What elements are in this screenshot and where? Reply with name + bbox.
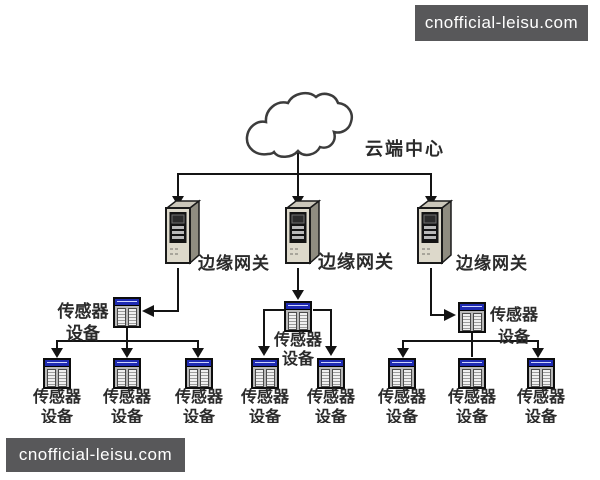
- sensor-device-label-line1: 传感器: [516, 389, 565, 406]
- edge-gateway-icon: [284, 199, 322, 265]
- device-panels: [45, 367, 69, 387]
- device-header: [460, 360, 484, 367]
- device-panels: [115, 306, 139, 326]
- sensor-device-label-line2: 设备: [110, 409, 143, 423]
- sensor-device-icon: [185, 358, 213, 389]
- sensor-device-label: 传感器 设备: [446, 388, 498, 423]
- sensor-hub-label: 传感器 设备: [487, 305, 541, 349]
- cloud-label: 云端中心: [365, 139, 445, 159]
- sensor-device-icon: [317, 358, 345, 389]
- watermark-top-right: cnofficial-leisu.com: [415, 5, 588, 41]
- device-header: [529, 360, 553, 367]
- sensor-device-icon: [388, 358, 416, 389]
- sensor-device-label-line1: 传感器: [447, 389, 496, 406]
- sensor-hub-label-line1: 传感器: [57, 302, 109, 321]
- device-header: [115, 299, 139, 306]
- device-panels: [253, 367, 277, 387]
- device-header: [390, 360, 414, 367]
- device-header: [115, 360, 139, 367]
- gateway-label: 边缘网关: [198, 254, 270, 273]
- sensor-hub-label: 传感器 设备: [56, 301, 110, 345]
- device-header: [286, 303, 310, 310]
- sensor-device-label-line1: 传感器: [102, 389, 151, 406]
- sensor-device-label: 传感器 设备: [239, 388, 291, 423]
- sensor-device-label: 传感器 设备: [31, 388, 83, 423]
- gateway-label: 边缘网关: [456, 254, 528, 273]
- sensor-device-label: 传感器 设备: [376, 388, 428, 423]
- sensor-device-label-line2: 设备: [40, 409, 73, 423]
- edge-gateway-icon: [416, 199, 454, 265]
- device-panels: [187, 367, 211, 387]
- device-header: [45, 360, 69, 367]
- sensor-device-label-line2: 设备: [524, 409, 557, 423]
- device-panels: [115, 367, 139, 387]
- device-header: [319, 360, 343, 367]
- sensor-device-label: 传感器 设备: [515, 388, 567, 423]
- sensor-device-label-line2: 设备: [455, 409, 488, 423]
- sensor-device-icon: [527, 358, 555, 389]
- edge-gateway-icon: [164, 199, 202, 265]
- sensor-device-label-line2: 设备: [182, 409, 215, 423]
- sensor-device-label-line1: 传感器: [240, 389, 289, 406]
- sensor-device-label: 传感器 设备: [173, 388, 225, 423]
- sensor-device-icon: [458, 358, 486, 389]
- sensor-device-label-line2: 设备: [385, 409, 418, 423]
- sensor-device-icon: [43, 358, 71, 389]
- sensor-hub-label-line2: 设备: [66, 324, 100, 343]
- sensor-device-icon: [113, 358, 141, 389]
- sensor-hub-label-line1: 传感器: [489, 307, 538, 324]
- device-panels: [529, 367, 553, 387]
- sensor-device-icon: [251, 358, 279, 389]
- gateway-label: 边缘网关: [318, 252, 394, 272]
- device-panels: [286, 310, 310, 330]
- sensor-hub-icon: [113, 297, 141, 328]
- device-panels: [390, 367, 414, 387]
- cloud-icon: [245, 91, 353, 158]
- device-panels: [460, 367, 484, 387]
- sensor-device-label: 传感器 设备: [101, 388, 153, 423]
- sensor-hub-label-line2: 设备: [281, 351, 314, 368]
- device-header: [460, 304, 484, 311]
- device-panels: [319, 367, 343, 387]
- sensor-device-label-line1: 传感器: [306, 389, 355, 406]
- sensor-device-label-line2: 设备: [248, 409, 281, 423]
- sensor-device-label-line1: 传感器: [32, 389, 81, 406]
- device-header: [187, 360, 211, 367]
- sensor-device-label-line1: 传感器: [377, 389, 426, 406]
- sensor-device-label-line1: 传感器: [174, 389, 223, 406]
- watermark-bottom-left: cnofficial-leisu.com: [6, 438, 185, 472]
- sensor-hub-icon: [284, 301, 312, 332]
- device-panels: [460, 311, 484, 331]
- sensor-hub-label-line1: 传感器: [273, 332, 322, 349]
- sensor-hub-icon: [458, 302, 486, 333]
- device-header: [253, 360, 277, 367]
- sensor-hub-label: 传感器 设备: [272, 331, 324, 369]
- sensor-hub-label-line2: 设备: [497, 329, 530, 346]
- sensor-device-label: 传感器 设备: [305, 388, 357, 423]
- sensor-device-label-line2: 设备: [314, 409, 347, 423]
